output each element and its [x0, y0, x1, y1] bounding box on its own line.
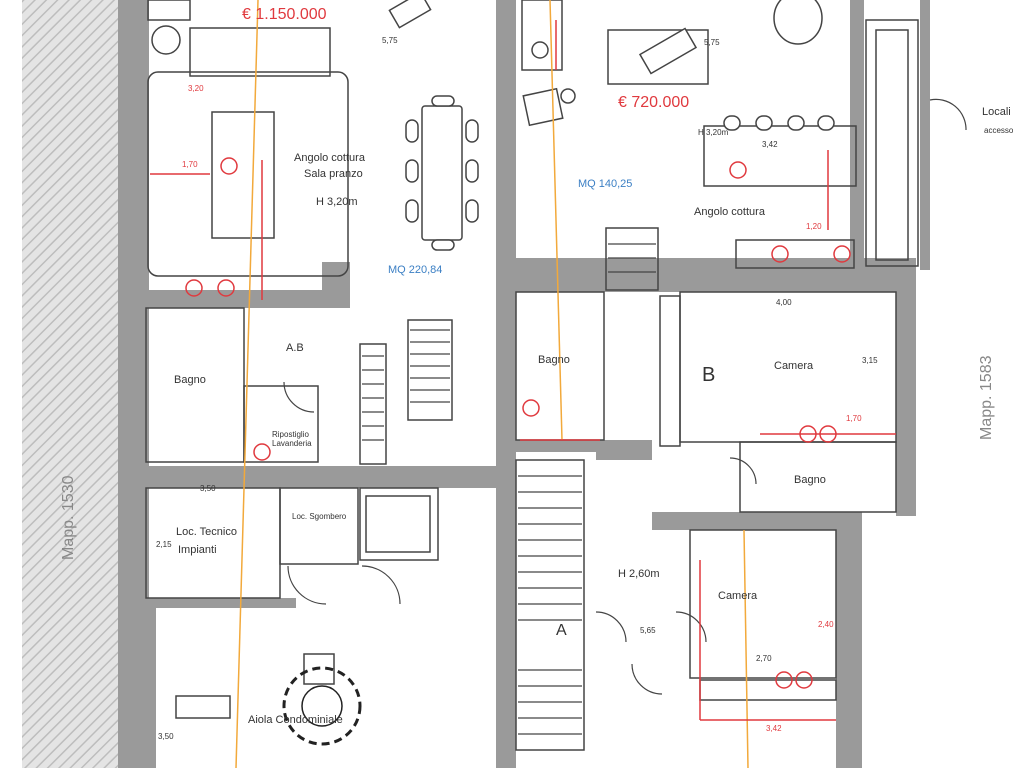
dim-12: 3,42 — [766, 724, 782, 733]
dim-7: 3,42 — [762, 140, 778, 149]
dim-6: 1,70 — [846, 414, 862, 423]
dim-2: 1,70 — [182, 160, 198, 169]
dim-9: 2,15 — [156, 540, 172, 549]
dim-4: 4,00 — [776, 298, 792, 307]
section-lines — [235, 0, 749, 768]
access-label-line2: accesso — [984, 126, 1014, 135]
room-tech-line1: Loc. Tecnico — [176, 526, 237, 538]
dining-table — [405, 95, 479, 251]
room-ab: A.B — [286, 342, 304, 354]
dim-11: 2,70 — [756, 654, 772, 663]
door-swings — [283, 98, 967, 695]
level-left-top: 5,75 — [382, 36, 398, 45]
area-right-unit: MQ 140,25 — [578, 178, 633, 190]
dim-8: 1,20 — [806, 222, 822, 231]
room-camera-upper: Camera — [774, 360, 814, 372]
level-hall: 5,65 — [640, 626, 656, 635]
electric-markers — [150, 20, 896, 721]
height-right-kitchen: H 3,20m — [698, 128, 729, 137]
room-left-kitchen-line1: Angolo cottura — [294, 152, 365, 164]
price-right-unit: € 720.000 — [618, 94, 690, 111]
access-label-line1: Locali — [982, 106, 1011, 118]
section-marker-a: A — [556, 622, 567, 639]
dim-5: 3,15 — [862, 356, 878, 365]
room-storage: Loc. Sgombero — [292, 512, 347, 521]
room-bath-right: Bagno — [794, 474, 826, 486]
level-right-top: 5,75 — [704, 38, 720, 47]
dim-1: 3,20 — [188, 84, 204, 93]
room-left-kitchen-line2: Sala pranzo — [304, 168, 363, 180]
interior-lines — [145, 0, 919, 751]
room-garden: Aiola Condominiale — [248, 714, 343, 726]
parcel-left: Mapp. 1530 — [60, 475, 77, 560]
room-laundry: Ripostiglio Lavanderia — [272, 430, 312, 448]
height-hall: H 2,60m — [618, 568, 660, 580]
room-tech-line2: Impianti — [178, 544, 217, 556]
tree-symbol — [282, 666, 362, 746]
room-bath-left: Bagno — [174, 374, 206, 386]
section-marker-b: B — [702, 364, 716, 386]
party-wall-hatch — [22, 0, 130, 768]
room-right-kitchen: Angolo cottura — [694, 206, 765, 218]
price-left-unit: € 1.150.000 — [242, 6, 327, 23]
room-bath-center: Bagno — [538, 354, 570, 366]
dim-10: 3,50 — [158, 732, 174, 741]
dim-3: 3,50 — [200, 484, 216, 493]
walls — [118, 0, 930, 768]
area-left-unit: MQ 220,84 — [388, 264, 443, 276]
parcel-right: Mapp. 1583 — [978, 355, 995, 440]
dim-13: 2,40 — [818, 620, 834, 629]
stairs — [362, 243, 656, 735]
height-left-kitchen: H 3,20m — [316, 196, 358, 208]
room-camera-lower: Camera — [718, 590, 758, 602]
